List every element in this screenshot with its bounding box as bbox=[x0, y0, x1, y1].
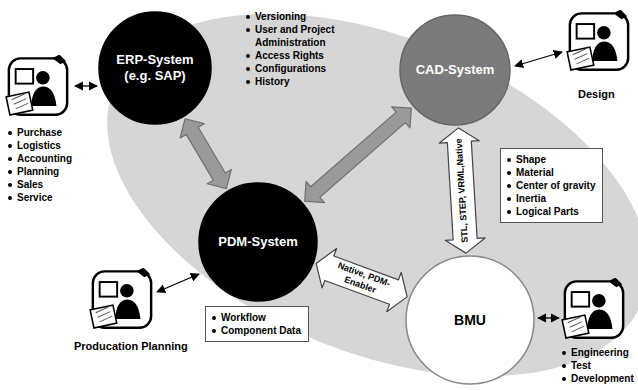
task-item: Engineering bbox=[571, 346, 629, 359]
property-item: Workflow bbox=[221, 311, 266, 324]
system-circle: CAD-System bbox=[399, 14, 511, 126]
task-item: Test bbox=[571, 359, 591, 372]
user-icon bbox=[567, 9, 628, 70]
user-icon bbox=[562, 277, 623, 338]
circle-shape bbox=[400, 15, 510, 125]
task-item: Accounting bbox=[17, 152, 72, 165]
bullet-dot bbox=[507, 184, 511, 188]
user-link bbox=[515, 52, 562, 66]
data-exchange-arrow bbox=[316, 249, 407, 312]
system-region bbox=[55, 0, 638, 390]
label-list: EngineeringTestDevelopment bbox=[562, 346, 634, 385]
property-item: Material bbox=[516, 166, 554, 179]
role-name: Producation Planning bbox=[74, 340, 188, 353]
label-list: PurchaseLogisticsAccountingPlanningSales… bbox=[8, 126, 72, 204]
property-item: Shape bbox=[516, 153, 546, 166]
bullet-dot bbox=[8, 196, 12, 200]
task-item: Service bbox=[17, 191, 53, 204]
system-name: BMU bbox=[454, 312, 486, 329]
label-list: VersioningUser and Project Administratio… bbox=[246, 10, 346, 88]
user-link bbox=[75, 85, 97, 86]
user-link bbox=[538, 317, 559, 318]
bullet-dot bbox=[507, 171, 511, 175]
label-list: Producation Planning bbox=[74, 340, 188, 353]
bullet-dot bbox=[8, 183, 12, 187]
task-item: History bbox=[255, 75, 289, 88]
bullet-dot bbox=[8, 157, 12, 161]
system-circle: ERP-System (e.g. SAP) bbox=[98, 11, 212, 125]
system-name: CAD-System bbox=[416, 62, 495, 78]
bullet-dot bbox=[246, 54, 250, 58]
property-item: Inertia bbox=[516, 192, 546, 205]
task-item: Versioning bbox=[255, 10, 306, 23]
data-exchange-arrow bbox=[180, 119, 231, 189]
task-item: Development bbox=[571, 372, 634, 385]
bullet-dot bbox=[8, 170, 12, 174]
bullet-dot bbox=[246, 15, 250, 19]
system-name: PDM-System bbox=[218, 234, 297, 250]
user-link bbox=[157, 274, 199, 292]
bullet-dot bbox=[562, 364, 566, 368]
data-box: WorkflowComponent Data bbox=[205, 306, 309, 342]
circle-shape bbox=[406, 256, 534, 384]
bullet-dot bbox=[212, 329, 216, 333]
system-circle: PDM-System bbox=[198, 182, 318, 302]
task-item: Planning bbox=[17, 165, 59, 178]
task-item: User and Project Administration bbox=[255, 23, 346, 49]
bullet-dot bbox=[246, 67, 250, 71]
bullet-dot bbox=[507, 210, 511, 214]
bullet-dot bbox=[246, 28, 250, 32]
data-exchange-arrow bbox=[305, 107, 412, 203]
system-circle: BMU bbox=[405, 255, 535, 385]
user-icon bbox=[90, 267, 151, 328]
task-item: Sales bbox=[17, 178, 43, 191]
user-icon bbox=[6, 54, 67, 115]
property-item: Center of gravity bbox=[516, 179, 595, 192]
task-item: Logistics bbox=[17, 139, 61, 152]
bullet-dot bbox=[507, 197, 511, 201]
bullet-dot bbox=[562, 351, 566, 355]
data-exchange-arrow bbox=[439, 128, 485, 253]
task-item: Purchase bbox=[17, 126, 62, 139]
bullet-dot bbox=[246, 80, 250, 84]
task-item: Configurations bbox=[255, 62, 326, 75]
bullet-dot bbox=[212, 316, 216, 320]
bullet-dot bbox=[507, 158, 511, 162]
bullet-dot bbox=[8, 144, 12, 148]
bullet-dot bbox=[562, 377, 566, 381]
circle-shape bbox=[99, 12, 211, 124]
data-box: ShapeMaterialCenter of gravityInertiaLog… bbox=[500, 148, 603, 223]
property-item: Logical Parts bbox=[516, 205, 579, 218]
role-name: Design bbox=[578, 88, 615, 101]
circle-shape bbox=[199, 183, 317, 301]
property-item: Component Data bbox=[221, 324, 301, 337]
bullet-dot bbox=[8, 131, 12, 135]
task-item: Access Rights bbox=[255, 49, 324, 62]
system-name: ERP-System (e.g. SAP) bbox=[112, 52, 198, 83]
label-list: Design bbox=[578, 88, 615, 101]
